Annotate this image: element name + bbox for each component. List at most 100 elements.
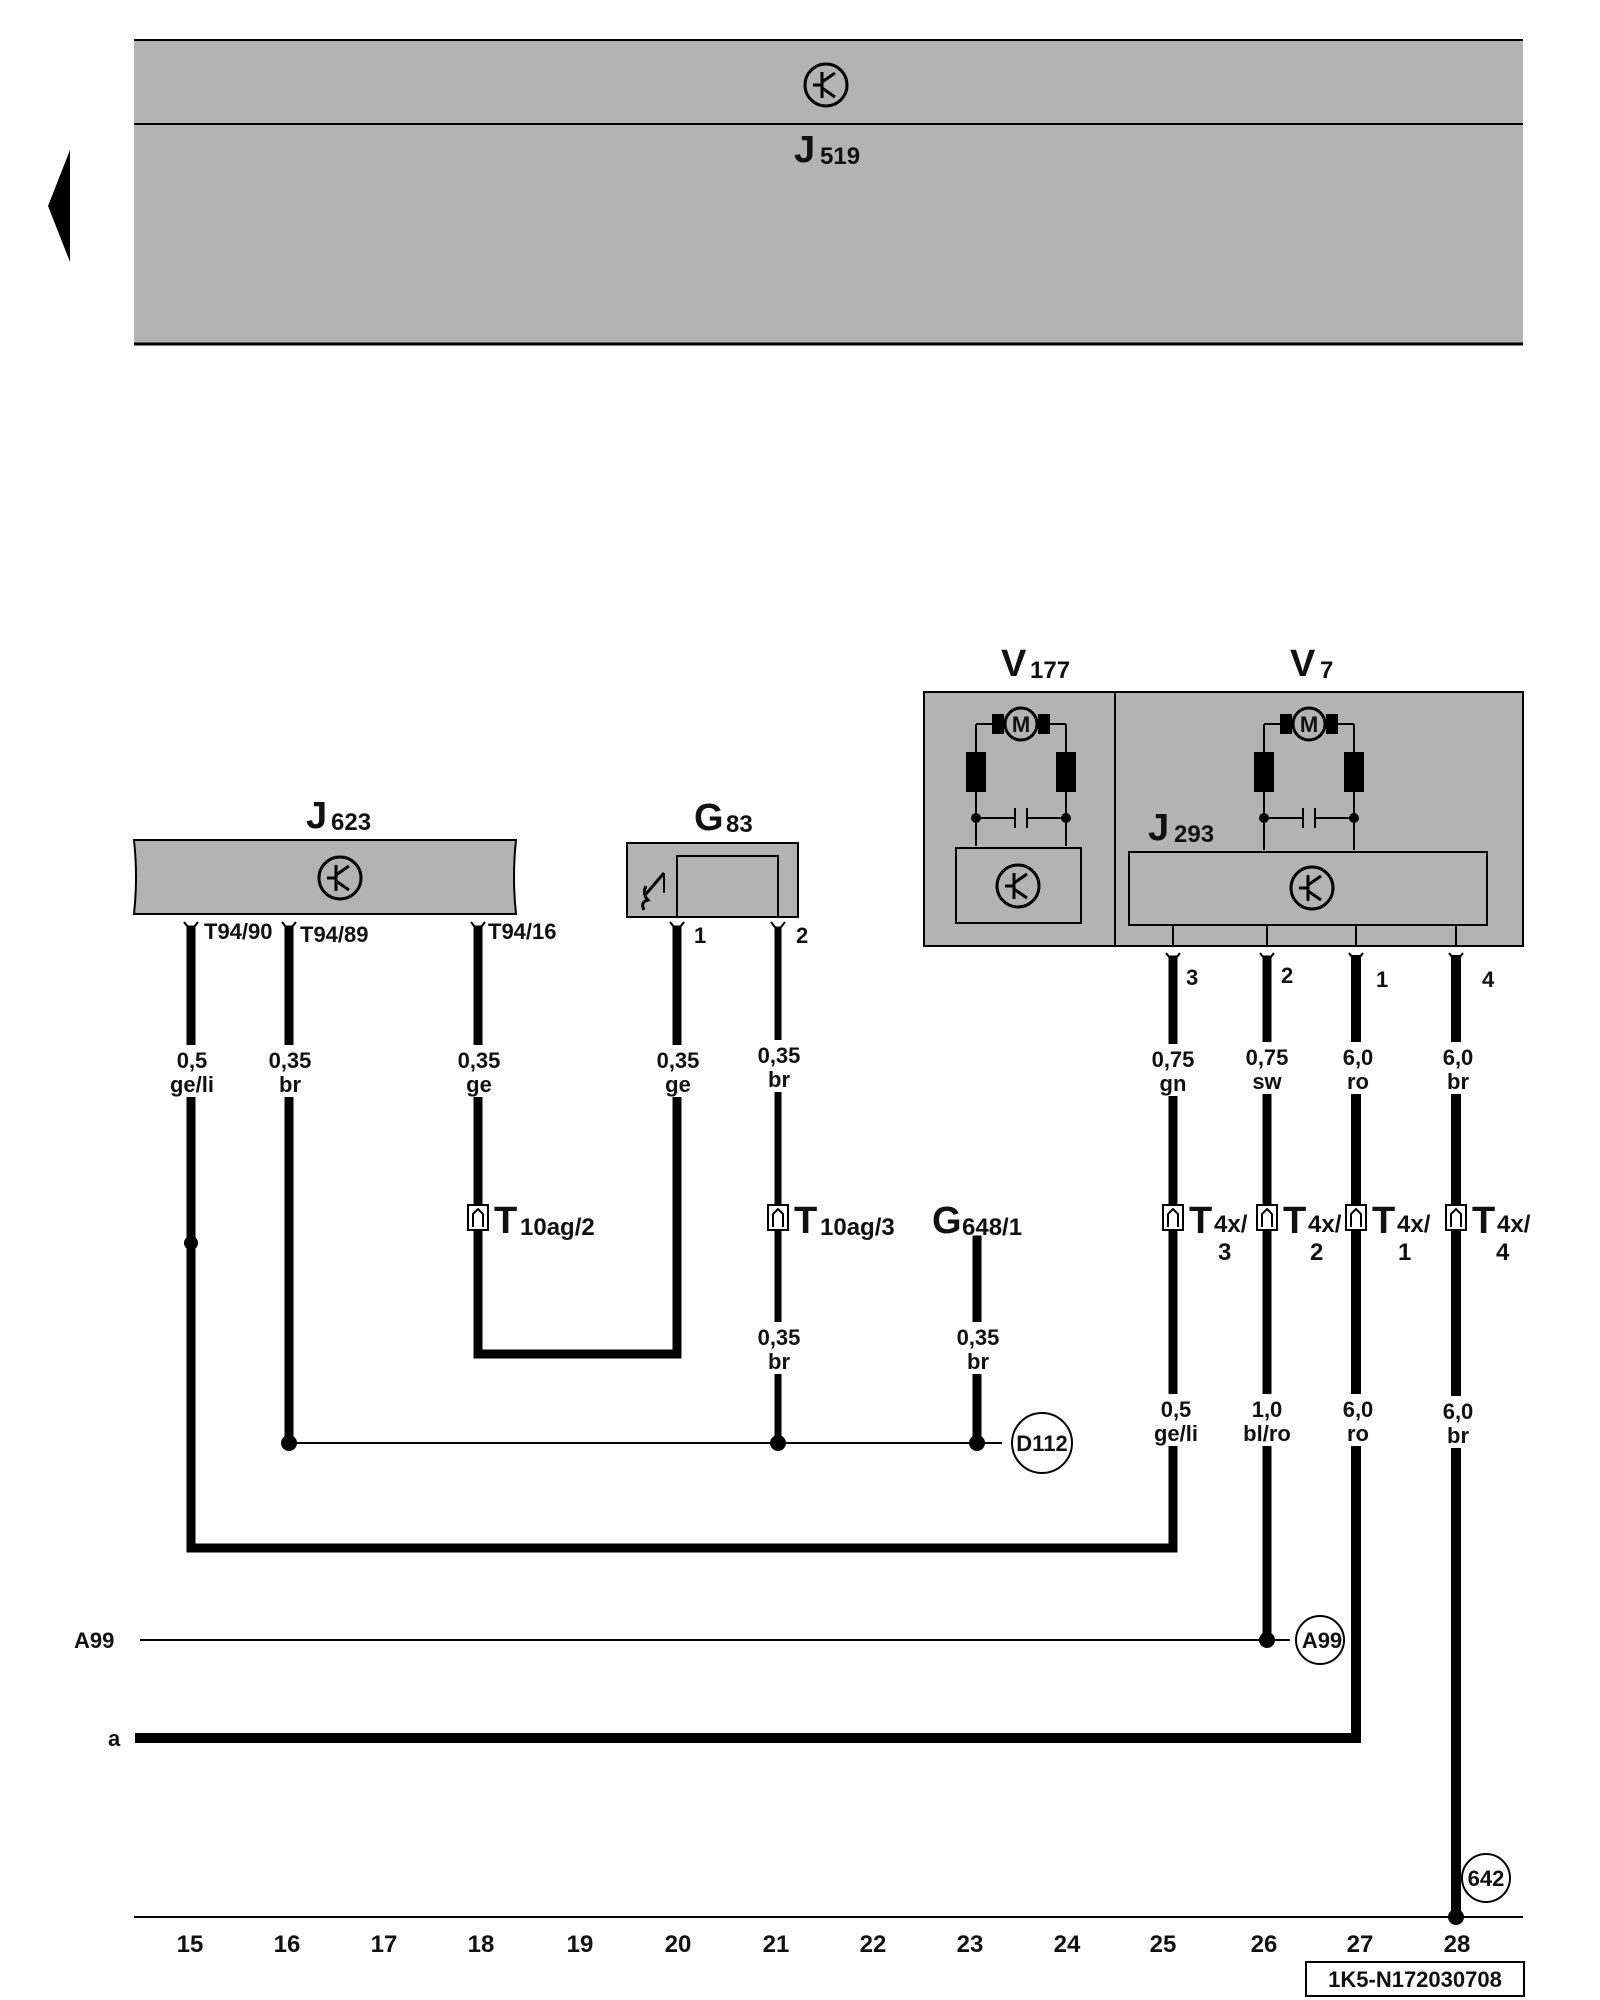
j623-module: J 623 (132, 795, 518, 915)
pin-arrows (183, 921, 1464, 964)
reference-a99-label: A99 (1302, 1628, 1342, 1653)
wire-27b-size: 6,0 (1343, 1397, 1374, 1422)
j623-sub: 623 (331, 809, 371, 836)
column-number: 27 (1347, 1931, 1374, 1958)
column-number: 26 (1251, 1931, 1278, 1958)
wire-21b-size: 0,35 (758, 1325, 801, 1350)
t10ag3-main: T (794, 1200, 817, 1242)
j519-label: J (794, 129, 815, 171)
reference-d112[interactable]: D112 (1011, 1412, 1073, 1474)
wire-26b-size: 1,0 (1252, 1397, 1283, 1422)
column-number: 24 (1054, 1931, 1081, 1958)
t10ag3-sub: 10ag/3 (820, 1214, 895, 1241)
wire-18-20 (473, 925, 682, 1359)
wire-25a-size: 0,75 (1152, 1047, 1195, 1072)
fan-pin-2: 2 (1281, 963, 1293, 988)
fan-pin-3: 3 (1186, 965, 1198, 990)
column-number: 21 (763, 1931, 790, 1958)
column-number: 17 (371, 1931, 398, 1958)
t4x1-main: T (1372, 1200, 1395, 1242)
wire-18-color: ge (466, 1072, 492, 1097)
wire-28b-color: br (1447, 1423, 1469, 1448)
v177-label: V (1001, 643, 1027, 685)
wire-15-color: ge/li (170, 1072, 214, 1097)
g648-sub: 648/1 (962, 1214, 1022, 1241)
connector-icon (1345, 1204, 1367, 1231)
v7-label: V (1290, 643, 1316, 685)
t4x2-sub: 4x/ (1308, 1211, 1342, 1238)
wire-26b-color: bl/ro (1243, 1421, 1291, 1446)
motor-v7-symbol: M (1300, 712, 1318, 737)
j293-control-unit: J 293 (1128, 807, 1488, 946)
j519-sub: 519 (820, 143, 860, 170)
reference-642[interactable]: 642 (1461, 1853, 1511, 1903)
t4x3-sub: 4x/ (1214, 1211, 1248, 1238)
wire-25a-color: gn (1160, 1071, 1187, 1096)
fan-pin-1: 1 (1376, 967, 1388, 992)
pin-t94-89: T94/89 (300, 922, 369, 947)
wire-15-size: 0,5 (177, 1048, 208, 1073)
wire-20-size: 0,35 (657, 1048, 700, 1073)
reference-a99[interactable]: A99 (1295, 1615, 1345, 1665)
wire-16-color: br (279, 1072, 301, 1097)
wire-21a-size: 0,35 (758, 1043, 801, 1068)
connector-icon (1162, 1204, 1184, 1231)
v177-sub: 177 (1030, 657, 1070, 684)
wire-labels: 0,5 ge/li 0,35 br 0,35 ge 0,35 ge 0,35 b… (164, 1040, 1486, 1448)
j293-label: J (1148, 807, 1169, 849)
wire-21b-color: br (768, 1349, 790, 1374)
column-number: 18 (468, 1931, 495, 1958)
connector-icon (1445, 1204, 1467, 1231)
column-number: 23 (957, 1931, 984, 1958)
column-number: 19 (567, 1931, 594, 1958)
g83-pin-1: 1 (694, 923, 706, 948)
wire-26a-color: sw (1252, 1069, 1282, 1094)
a-left-label: a (108, 1726, 121, 1751)
t4x4-sub: 4x/ (1497, 1211, 1531, 1238)
wire-25b-color: ge/li (1154, 1421, 1198, 1446)
column-number: 15 (177, 1931, 204, 1958)
column-number: 28 (1444, 1931, 1471, 1958)
wire-28a-color: br (1447, 1069, 1469, 1094)
t4x4-pin: 4 (1496, 1239, 1510, 1266)
wire-23-color: br (967, 1349, 989, 1374)
g83-sub: 83 (726, 811, 753, 838)
j293-sub: 293 (1174, 821, 1214, 848)
column-number: 22 (860, 1931, 887, 1958)
connector-icon (767, 1204, 789, 1231)
fan-pin-4: 4 (1482, 967, 1495, 992)
wire-27b-color: ro (1347, 1421, 1369, 1446)
motor-v177-icon: M (955, 706, 1082, 924)
fan-module: V 177 V 7 M (923, 643, 1524, 947)
electronic-control-icon (317, 855, 363, 901)
t4x4-main: T (1472, 1200, 1495, 1242)
electronic-control-icon (803, 62, 849, 108)
connector-icon (1256, 1204, 1278, 1231)
pin-t94-90: T94/90 (204, 919, 273, 944)
wire-25b-size: 0,5 (1161, 1397, 1192, 1422)
column-number: 20 (665, 1931, 692, 1958)
previous-page-arrow[interactable] (48, 150, 70, 262)
pin-t94-16: T94/16 (488, 919, 557, 944)
v7-sub: 7 (1320, 657, 1333, 684)
motor-v7-icon: M (1254, 706, 1364, 850)
wire-20-color: ge (665, 1072, 691, 1097)
motor-v177-symbol: M (1012, 712, 1030, 737)
a99-left-label: A99 (74, 1628, 114, 1653)
column-number: 16 (274, 1931, 301, 1958)
t4x2-main: T (1283, 1200, 1306, 1242)
junction-dots (184, 1236, 1464, 1925)
wire-16-size: 0,35 (269, 1048, 312, 1073)
wire-28a-size: 6,0 (1443, 1045, 1474, 1070)
g83-pin-2: 2 (796, 923, 808, 948)
t10ag2-main: T (494, 1200, 517, 1242)
j623-label: J (306, 795, 327, 837)
column-numbers: 15 16 17 18 19 20 21 22 23 24 25 26 27 2… (177, 1931, 1471, 1958)
wire-21a-color: br (768, 1067, 790, 1092)
t4x3-main: T (1189, 1200, 1212, 1242)
wire-28b-size: 6,0 (1443, 1399, 1474, 1424)
t4x3-pin: 3 (1218, 1239, 1231, 1266)
diagram-id: 1K5-N172030708 (1328, 1967, 1502, 1992)
t4x2-pin: 2 (1310, 1239, 1323, 1266)
g83-sensor: G 83 (626, 797, 799, 918)
